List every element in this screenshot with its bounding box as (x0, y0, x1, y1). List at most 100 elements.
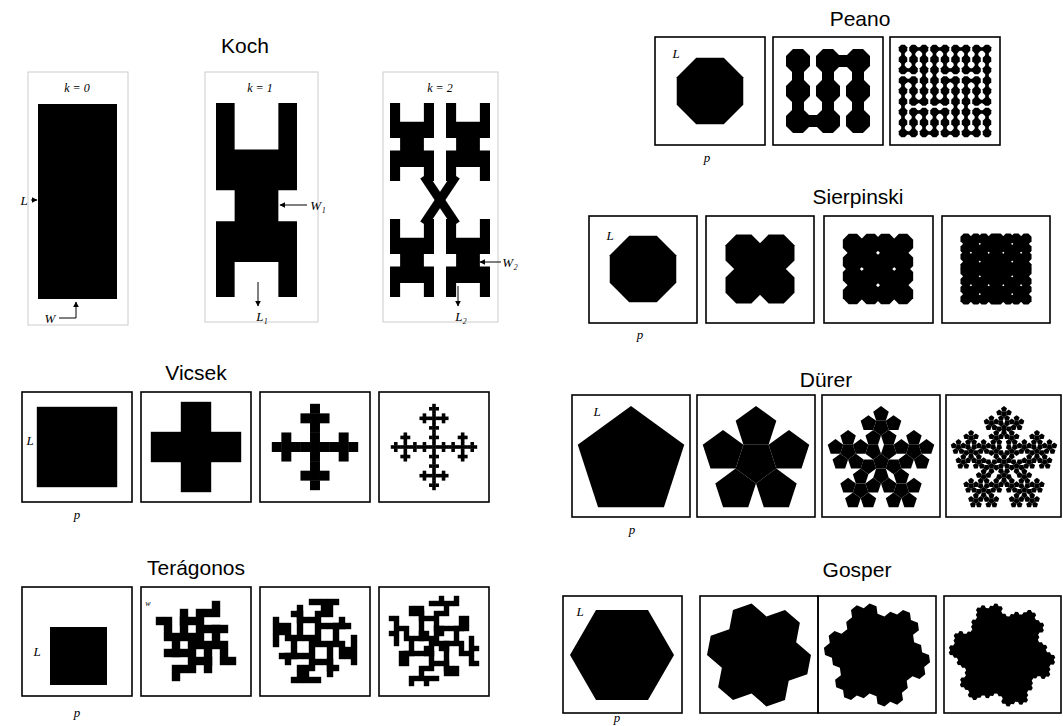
durer-shape (978, 483, 984, 489)
peano-shape (899, 87, 908, 96)
durer-shape (1026, 502, 1032, 508)
section-title: Peano (830, 8, 891, 29)
teragon-shape (279, 623, 285, 629)
durer-shape (1026, 472, 1032, 478)
durer-shape (965, 457, 971, 463)
durer-shape (1042, 443, 1048, 449)
durer-shape (953, 448, 959, 454)
teragon-shape (273, 641, 279, 647)
teragon-shape (454, 601, 459, 606)
teragon-shape (291, 611, 297, 617)
teragon-shape (303, 617, 309, 623)
peano-shape (930, 87, 939, 96)
teragon-shape (279, 629, 285, 635)
teragon-shape (409, 646, 414, 651)
durer-shape (973, 481, 979, 487)
vicsek-shape (432, 404, 436, 408)
durer-shape (973, 463, 979, 469)
peano-shape (909, 129, 918, 138)
vicsek-shape (445, 474, 449, 478)
sierpinski-shape (1011, 251, 1022, 262)
peano-shape (983, 118, 992, 127)
peano-shape (983, 55, 992, 64)
teragon-shape (404, 656, 409, 661)
vicsek-shape (423, 413, 427, 417)
peano-shape (972, 66, 981, 75)
peano-shape (962, 108, 971, 117)
teragon-shape (424, 646, 429, 651)
durer-shape (1014, 481, 1020, 487)
teragon-shape (424, 616, 429, 621)
teragon-shape (419, 621, 424, 626)
teragon-shape (303, 653, 309, 659)
vicsek-shape (458, 445, 462, 449)
vicsek-shape (320, 413, 330, 423)
durer-shape (1014, 493, 1020, 499)
teragon-shape (321, 659, 327, 665)
durer-shape (1014, 415, 1020, 421)
dimension-label: L (606, 229, 613, 242)
durer-shape (1017, 502, 1023, 508)
teragon-shape (394, 636, 399, 641)
durer-shape (985, 472, 991, 478)
teragon-shape (414, 636, 419, 641)
vicsek-shape (423, 477, 427, 481)
teragon-shape (429, 641, 434, 646)
vicsek-shape (442, 445, 446, 449)
teragon-shape (459, 641, 464, 646)
peano-shape (972, 45, 981, 54)
teragon-shape (327, 647, 333, 653)
dimension-label: p (637, 328, 644, 341)
teragon-shape (439, 601, 444, 606)
sierpinski-shape (960, 284, 971, 295)
durer-shape (976, 502, 982, 508)
peano-shape (941, 108, 950, 117)
durer-shape (1018, 419, 1024, 425)
vicsek-shape (423, 448, 427, 452)
sierpinski-shape (960, 293, 971, 304)
durer-shape (1009, 496, 1015, 502)
peano-shape (920, 76, 929, 85)
vicsek-shape (445, 445, 449, 449)
vicsek-shape (435, 426, 439, 430)
teragon-shape (297, 677, 303, 683)
teragon-shape (444, 626, 449, 631)
teragon-shape (180, 649, 188, 657)
teragon-shape (204, 641, 212, 649)
gosper-shape (570, 610, 674, 700)
vicsek-shape (442, 413, 446, 417)
vicsek-shape (467, 445, 471, 449)
vicsek-shape (416, 445, 420, 449)
vicsek-shape (291, 442, 301, 452)
durer-shape (1017, 424, 1023, 430)
vicsek-shape (181, 402, 211, 432)
teragon-shape (309, 641, 315, 647)
durer-shape (1037, 487, 1043, 493)
sierpinski-shape (1020, 284, 1031, 295)
teragon-shape (279, 653, 285, 659)
vicsek-shape (151, 432, 181, 462)
vicsek-shape (423, 471, 427, 475)
durer-shape (998, 481, 1004, 487)
teragon-shape (449, 601, 454, 606)
vicsek-shape (470, 442, 474, 446)
vicsek-shape (432, 410, 436, 414)
peano-shape (962, 97, 971, 106)
vicsek-shape (339, 442, 349, 452)
durer-shape (1012, 445, 1018, 451)
teragon-shape (394, 631, 399, 636)
vicsek-shape (419, 445, 423, 449)
vicsek-shape (474, 445, 478, 449)
teragon-shape (454, 641, 459, 646)
peano-shape (899, 76, 908, 85)
durer-shape (1039, 463, 1045, 469)
gosper-shape (824, 604, 930, 707)
teragon-shape (351, 641, 357, 647)
vicsek-shape (281, 442, 291, 452)
teragon-shape (444, 666, 449, 671)
durer-shape (1009, 478, 1015, 484)
vicsek-shape (310, 480, 320, 490)
vicsek-shape (435, 464, 439, 468)
durer-shape (873, 406, 889, 421)
teragon-shape (285, 659, 291, 665)
